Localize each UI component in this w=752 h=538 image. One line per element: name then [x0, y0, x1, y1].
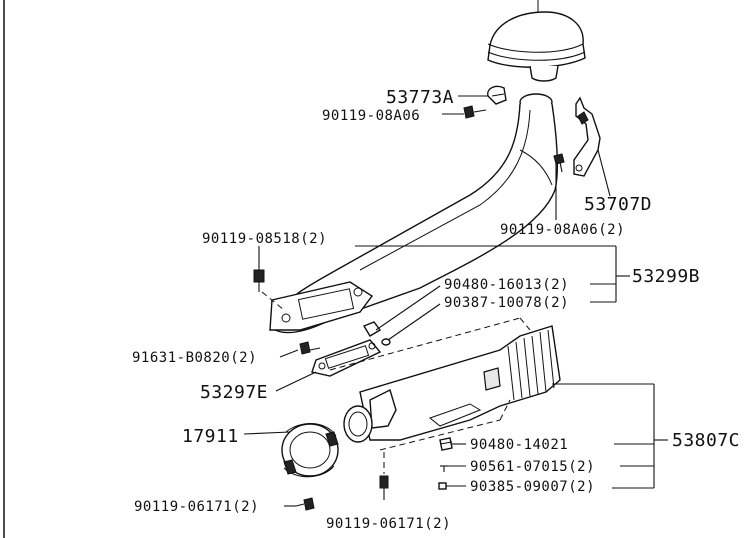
duct-bellows	[507, 329, 555, 401]
grommet-90385-09007	[438, 482, 447, 490]
bolt-90119-06171-left	[295, 497, 315, 511]
label-53807C: 53807C	[672, 430, 740, 451]
snorkel-pipe-drawing	[269, 93, 559, 334]
bolt-90119-08A06-right	[553, 153, 565, 173]
gasket-53297E-drawing	[311, 339, 382, 377]
bolt-91631-B0820	[299, 341, 321, 355]
label-53297E: 53297E	[200, 382, 268, 403]
label-90119-06171-bottom: 90119-06171(2)	[326, 516, 451, 532]
leader-lines	[243, 95, 668, 507]
bolt-90119-08A06-left	[463, 105, 487, 119]
label-90119-08518: 90119-08518(2)	[202, 231, 327, 247]
bolt-90119-06171-bottom	[379, 452, 389, 500]
clamp-53773A-drawing	[487, 85, 507, 105]
label-90385-09007: 90385-09007(2)	[470, 479, 595, 495]
label-53707D: 53707D	[584, 194, 652, 215]
label-90480-16013: 90480-16013(2)	[444, 277, 569, 293]
duct-53807C-drawing	[343, 325, 561, 443]
bolt-90119-08518	[253, 269, 285, 311]
label-90119-08A06-right: 90119-08A06(2)	[500, 222, 625, 238]
hose-17911-drawing	[281, 423, 339, 478]
label-17911: 17911	[182, 426, 239, 447]
label-90480-14021: 90480-14021	[470, 437, 568, 453]
clip-90480-14021	[439, 437, 453, 451]
label-53299B: 53299B	[632, 266, 700, 287]
snorkel-head-drawing	[487, 0, 586, 82]
label-90387-10078: 90387-10078(2)	[444, 295, 569, 311]
label-53773A: 53773A	[386, 87, 454, 108]
label-90561-07015: 90561-07015(2)	[470, 459, 595, 475]
duct-dashed-outline	[329, 317, 531, 451]
screw-90561-07015	[440, 465, 448, 472]
washer-90387-10078	[381, 338, 391, 346]
nut-90480-16013	[362, 321, 382, 337]
label-91631-B0820: 91631-B0820(2)	[132, 350, 257, 366]
label-90119-06171-left: 90119-06171(2)	[134, 499, 259, 515]
bracket-53707D-drawing	[573, 96, 601, 177]
label-90119-08A06-left: 90119-08A06	[322, 108, 420, 124]
